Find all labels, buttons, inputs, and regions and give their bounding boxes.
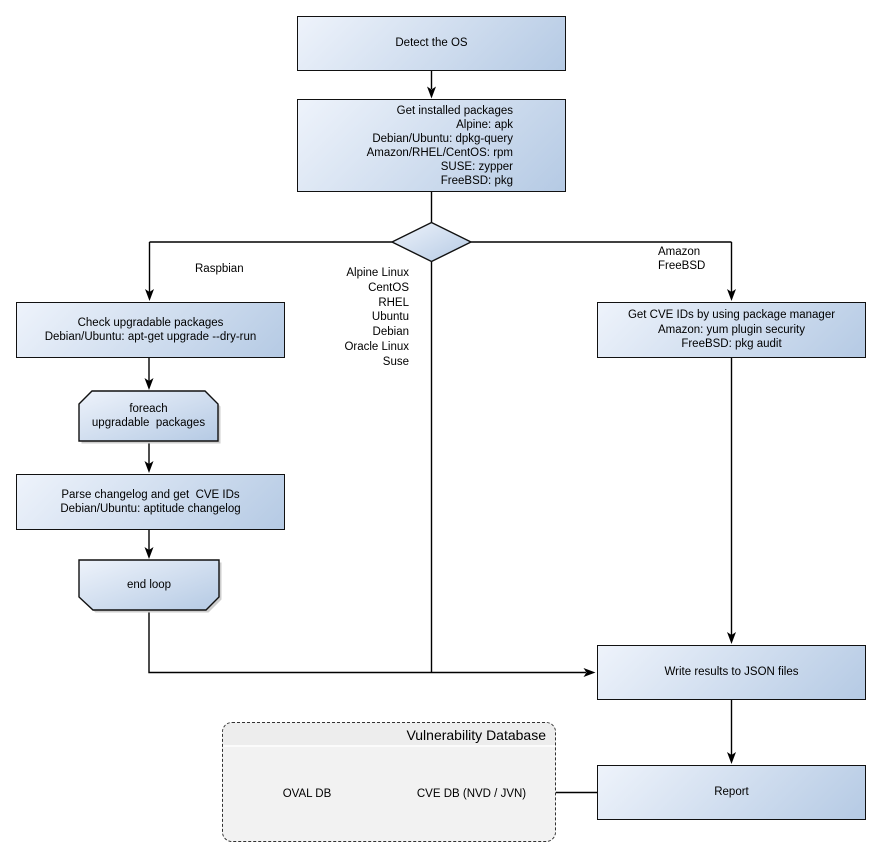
- node-check-upgradable-packages: Check upgradable packages Debian/Ubuntu:…: [16, 302, 285, 358]
- arrowhead: [727, 752, 736, 764]
- arrowhead: [727, 289, 736, 301]
- arrowhead: [144, 461, 154, 473]
- arrowhead: [727, 632, 736, 644]
- node-get-installed-packages: Get installed packages Alpine: apk Debia…: [297, 99, 566, 192]
- arrowhead: [427, 86, 436, 99]
- arrowhead: [145, 289, 154, 301]
- foreach-shape: [78, 390, 219, 442]
- arrowhead: [583, 668, 596, 677]
- node-detect-os: Detect the OS: [297, 16, 566, 71]
- vulnerability-database-group: Vulnerability Database: [222, 722, 556, 842]
- decision-diamond: [390, 221, 473, 263]
- node-get-cve-ids: Get CVE IDs by using package manager Ama…: [597, 302, 866, 358]
- edge-endloop-to-write: [148, 610, 586, 674]
- arrowhead: [144, 547, 154, 559]
- group-title: Vulnerability Database: [223, 723, 555, 747]
- node-parse-changelog: Parse changelog and get CVE IDs Debian/U…: [16, 474, 285, 530]
- node-report: Report: [597, 765, 866, 820]
- end-loop-shape: [78, 559, 220, 611]
- edge-label-os-list: Alpine Linux CentOS RHEL Ubuntu Debian O…: [344, 267, 409, 368]
- arrowhead: [144, 378, 154, 390]
- node-write-results: Write results to JSON files: [597, 645, 866, 700]
- edge-label-raspbian: Raspbian: [195, 263, 244, 275]
- edge-label-amazon-freebsd: Amazon FreeBSD: [658, 246, 706, 272]
